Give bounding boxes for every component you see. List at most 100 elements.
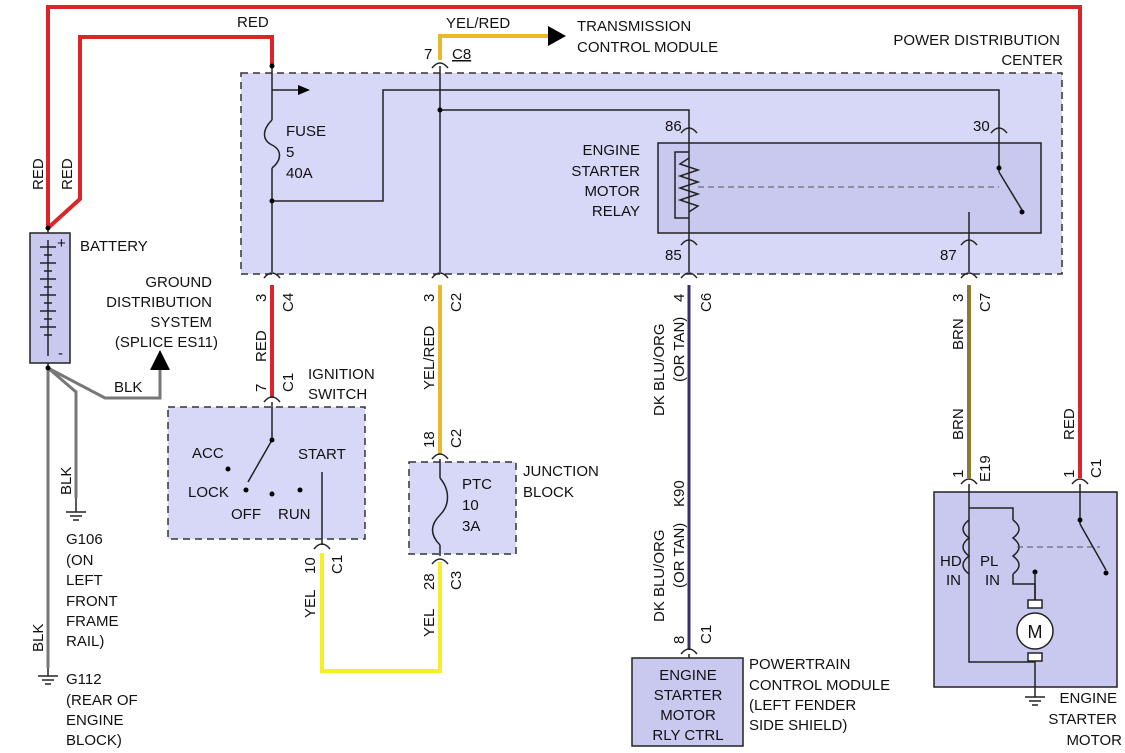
pcm-box-3: MOTOR <box>660 707 716 724</box>
c8-label: C8 <box>452 46 471 63</box>
wire-label-yelred-mid: YEL/RED <box>421 326 438 390</box>
wire-yelred-to-tcm <box>438 34 548 60</box>
relay-box <box>657 142 1042 234</box>
ignition-label-2: SWITCH <box>308 386 367 403</box>
ignition-run: RUN <box>278 506 311 523</box>
tcm-label-1: TRANSMISSION <box>577 18 691 35</box>
tcm-arrow-icon <box>548 26 566 46</box>
pcm-label-2: CONTROL MODULE <box>749 677 890 694</box>
motor-label-1: ENGINE <box>1059 690 1117 707</box>
relay-label-3: MOTOR <box>584 183 640 200</box>
wire-label-blk-g112: BLK <box>30 624 47 652</box>
motor-hd-in: IN <box>946 572 961 589</box>
junction-label-2: BLOCK <box>523 484 574 501</box>
ground-dist-label-2: DISTRIBUTION <box>106 294 212 311</box>
ignition-switch-box <box>167 406 366 540</box>
ground-dist-arrow-icon <box>150 350 170 370</box>
wire-label-yel-jb: YEL <box>421 609 438 637</box>
relay-label-2: STARTER <box>571 163 640 180</box>
motor-contact-icon <box>1079 523 1107 571</box>
jb-c2-pin: 18 <box>421 431 438 448</box>
pcm-box <box>631 657 744 747</box>
wire-blk-battery-to-ground-dist <box>47 366 162 400</box>
fuse-label-1: FUSE <box>286 123 326 140</box>
motor-c1-pin: 1 <box>1061 470 1078 478</box>
g112-label-4: BLOCK) <box>66 732 122 749</box>
c7-label: C7 <box>977 293 994 312</box>
wire-label-red-top: RED <box>237 14 269 31</box>
hold-coil-icon <box>962 519 971 575</box>
ground-g106-icon <box>66 498 86 521</box>
motor-label-3: MOTOR <box>1066 732 1122 749</box>
wire-label-dkblu1: DK BLU/ORG <box>651 323 668 416</box>
wire-yel-ignition-to-junction <box>320 553 442 673</box>
c2-label: C2 <box>448 293 465 312</box>
wire-label-ortan2: (OR TAN) <box>671 523 688 588</box>
motor-hd: HD <box>940 553 962 570</box>
pcm-box-4: RLY CTRL <box>652 727 723 744</box>
c6-pin: 4 <box>671 294 688 302</box>
e19-pin: 1 <box>950 470 967 478</box>
junction-num: 10 <box>462 497 479 514</box>
ignition-off: OFF <box>231 506 261 523</box>
c8-pin: 7 <box>424 46 432 63</box>
relay-coil-icon <box>677 157 701 213</box>
g106-label-6: RAIL) <box>66 633 104 650</box>
ignition-lock: LOCK <box>188 484 229 501</box>
relay-pin-87: 87 <box>940 247 957 264</box>
wire-label-red-ign: RED <box>253 330 270 362</box>
ignition-acc: ACC <box>192 445 224 462</box>
g106-label-4: FRONT <box>66 593 118 610</box>
relay-contact-icon <box>998 171 1023 211</box>
c6-label: C6 <box>698 293 715 312</box>
pdc-label-1: POWER DISTRIBUTION <box>893 32 1060 49</box>
wire-label-red-left1: RED <box>30 158 47 190</box>
ignition-start: START <box>298 446 346 463</box>
battery-box <box>29 232 71 364</box>
battery-symbol-icon <box>40 225 56 371</box>
battery-plus: + <box>57 235 66 252</box>
g106-label-5: FRAME <box>66 613 119 630</box>
motor-symbol-icon <box>1016 612 1054 650</box>
wire-label-blk-g106: BLK <box>58 467 75 495</box>
fuse-symbol-icon <box>263 119 281 169</box>
pdc-arrow-icon <box>298 85 310 95</box>
jb-c3-label: C3 <box>448 571 465 590</box>
ign-out-label: C1 <box>329 555 346 574</box>
c7-pin: 3 <box>950 294 967 302</box>
wire-label-dkblu2: DK BLU/ORG <box>651 529 668 622</box>
starter-motor-box <box>933 491 1118 688</box>
g112-label-1: G112 <box>66 671 102 688</box>
wire-label-red-left2: RED <box>59 158 76 190</box>
wire-label-blk-ground-dist: BLK <box>114 379 142 396</box>
wire-label-brn2: BRN <box>950 408 967 440</box>
pcm-box-1: ENGINE <box>659 667 717 684</box>
pdc-label-2: CENTER <box>1001 52 1063 69</box>
g106-label-1: G106 <box>66 531 103 548</box>
motor-pl: PL <box>980 553 998 570</box>
ign-out-pin: 10 <box>302 557 319 574</box>
relay-pin-86: 86 <box>665 118 682 135</box>
fuse-label-2: 5 <box>286 144 294 161</box>
ign-c1-pin: 7 <box>253 384 270 392</box>
wire-red-battery-to-fuse <box>46 35 274 230</box>
ign-c1-label: C1 <box>280 373 297 392</box>
ground-g112-icon <box>38 668 58 685</box>
wire-label-red-motor: RED <box>1061 408 1078 440</box>
ignition-label-1: IGNITION <box>308 366 375 383</box>
relay-pin-30: 30 <box>973 118 990 135</box>
c4-pin: 3 <box>253 294 270 302</box>
relay-pin-85: 85 <box>665 247 682 264</box>
wire-red-battery-to-motor <box>46 5 1082 478</box>
junction-ptc: PTC <box>462 476 492 493</box>
ptc-symbol-icon <box>431 477 449 546</box>
fuse-label-3: 40A <box>286 165 313 182</box>
ignition-contact-icon <box>247 439 273 483</box>
wire-label-k90: K90 <box>671 480 688 507</box>
ground-motor-icon <box>1025 690 1045 706</box>
junction-label-1: JUNCTION <box>523 463 599 480</box>
motor-c1-label: C1 <box>1088 459 1105 478</box>
ground-dist-label-3: SYSTEM <box>150 314 212 331</box>
battery-label: BATTERY <box>80 238 148 255</box>
